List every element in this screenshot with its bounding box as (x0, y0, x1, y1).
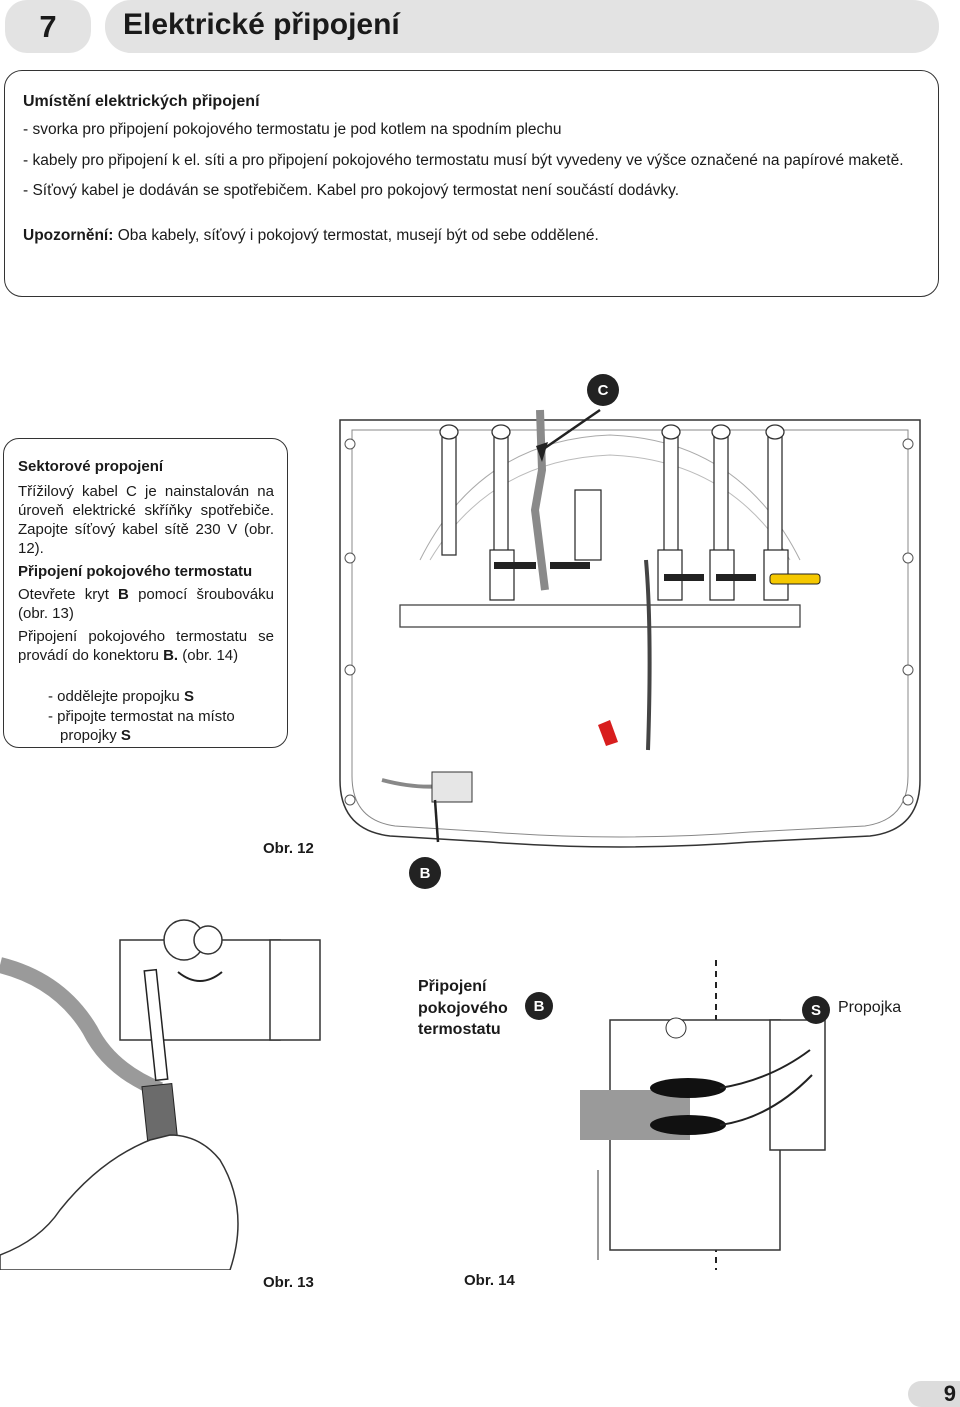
p2-text-c: pomocí šroubováku (obr. 13) (18, 586, 274, 623)
callout-b-fig14: B (525, 992, 553, 1020)
warning-label: Upozornění: (23, 227, 114, 245)
callout-s: S (802, 996, 830, 1024)
callout-c: C (587, 374, 619, 406)
step1-bold: S (183, 688, 194, 706)
warning-note: Upozornění: Oba kabely, síťový i pokojov… (23, 226, 920, 247)
fig14-label: Obr. 14 (464, 1272, 515, 1289)
chapter-number: 7 (5, 0, 91, 53)
location-item-1: - svorka pro připojení pokojového termos… (23, 120, 562, 138)
thermostat-connector-illustration (580, 960, 826, 1270)
step1-text: - oddělejte propojku (48, 688, 184, 706)
step2-bold: S (120, 726, 131, 744)
fig14-title: Připojení pokojového termostatu (418, 976, 508, 1041)
p2-text-a: Otevřete kryt (18, 586, 119, 604)
step2-text: - připojte termostat na místo propojky (48, 707, 235, 744)
page-number: 9 (908, 1381, 960, 1407)
step-list: - oddělejte propojku S - připojte termos… (18, 687, 274, 744)
boiler-connection-illustration (339, 408, 921, 848)
warning-text: Oba kabely, síťový i pokojový termostat,… (113, 227, 599, 245)
location-info-box: Umístění elektrických připojení - svorka… (4, 70, 939, 297)
location-item-2: - kabely pro připojení k el. síti a pro … (23, 151, 904, 169)
p3-bold-b: B. (163, 647, 179, 665)
p3-text-a: Připojení pokojového termostatu se prová… (18, 628, 274, 665)
sector-connection-box: Sektorové propojení Třížilový kabel C je… (3, 438, 288, 748)
p3-text-c: (obr. 14) (178, 647, 239, 665)
location-heading: Umístění elektrických připojení (23, 93, 260, 110)
sector-paragraph-3: Připojení pokojového termostatu se prová… (18, 627, 274, 665)
sector-heading: Sektorové propojení (18, 458, 164, 475)
sector-paragraph-1: Třížilový kabel C je nainstalován na úro… (18, 483, 274, 558)
screwdriver-illustration (0, 919, 321, 1270)
p2-bold-b: B (118, 586, 129, 604)
fig12-label: Obr. 12 (263, 840, 314, 857)
thermostat-heading: Připojení pokojového termostatu (18, 563, 253, 581)
location-item-3: - Síťový kabel je dodáván se spotřebičem… (23, 182, 680, 200)
step-item-1: - oddělejte propojku S (48, 687, 274, 706)
fig13-label: Obr. 13 (263, 1274, 314, 1291)
fig14-title-line1: Připojení (418, 978, 487, 995)
step-item-2: - připojte termostat na místo propojky S (48, 707, 274, 745)
fig14-title-line3: termostatu (418, 1021, 501, 1039)
chapter-title: Elektrické připojení (105, 0, 939, 53)
callout-b-fig12: B (409, 857, 441, 889)
fig14-title-line2: pokojového (418, 999, 508, 1017)
sector-paragraph-2: Otevřete kryt B pomocí šroubováku (obr. … (18, 585, 274, 623)
propojka-label: Propojka (838, 999, 902, 1016)
